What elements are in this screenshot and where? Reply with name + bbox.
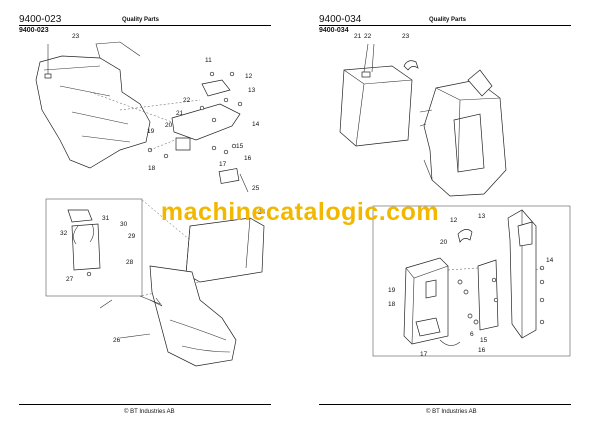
svg-text:15: 15	[236, 143, 244, 150]
footer-rule	[319, 404, 571, 405]
header-rule	[19, 25, 271, 26]
svg-text:24: 24	[258, 209, 266, 216]
svg-text:29: 29	[128, 233, 136, 240]
svg-text:6: 6	[470, 331, 474, 338]
svg-text:26: 26	[113, 337, 121, 344]
svg-text:21: 21	[354, 33, 362, 40]
svg-text:16: 16	[478, 347, 486, 354]
svg-text:23: 23	[72, 33, 80, 40]
svg-text:14: 14	[252, 121, 260, 128]
svg-text:15: 15	[480, 337, 488, 344]
left-page: 9400-023 Quality Parts 9400-023 © BT Ind…	[19, 14, 271, 415]
footer-copyright: © BT Industries AB	[426, 409, 477, 415]
svg-text:21: 21	[176, 110, 184, 117]
footer-copyright: © BT Industries AB	[124, 409, 175, 415]
svg-text:14: 14	[546, 257, 554, 264]
svg-text:19: 19	[147, 128, 155, 135]
svg-text:12: 12	[245, 73, 253, 80]
svg-text:18: 18	[388, 301, 396, 308]
watermark: machinecatalogic.com	[160, 198, 440, 226]
svg-text:18: 18	[148, 165, 156, 172]
header-title: Quality Parts	[122, 17, 160, 23]
svg-text:31: 31	[102, 215, 110, 222]
svg-text:27: 27	[66, 276, 74, 283]
svg-text:13: 13	[248, 87, 256, 94]
svg-text:16: 16	[244, 155, 252, 162]
svg-text:17: 17	[420, 351, 428, 358]
exploded-parts-diagram-left: 23 11 12 22 13 21 14 19 20 18 17 16 15 2…	[35, 33, 266, 367]
svg-text:17: 17	[219, 161, 227, 168]
svg-text:22: 22	[183, 97, 191, 104]
svg-text:19: 19	[388, 287, 396, 294]
header-title: Quality Parts	[429, 17, 467, 23]
svg-text:30: 30	[120, 221, 128, 228]
svg-text:25: 25	[252, 185, 260, 192]
footer-rule	[19, 404, 271, 405]
exploded-parts-diagram-right: 21 22 23 13 12 14 20 19 18 6 15 16 17	[339, 33, 571, 358]
right-page: 9400-034 Quality Parts 9400-034 © BT Ind…	[300, 0, 600, 424]
svg-text:12: 12	[450, 217, 458, 224]
svg-text:28: 28	[126, 259, 134, 266]
diagram-id: 9400-034	[319, 27, 349, 34]
svg-text:32: 32	[60, 230, 68, 237]
page-id: 9400-023	[19, 14, 62, 25]
svg-text:13: 13	[478, 213, 486, 220]
diagram-id: 9400-023	[19, 27, 49, 34]
page-id: 9400-034	[319, 14, 362, 25]
svg-text:22: 22	[364, 33, 372, 40]
svg-text:20: 20	[165, 122, 173, 129]
svg-text:11: 11	[205, 57, 212, 64]
svg-text:23: 23	[402, 33, 410, 40]
header-rule	[319, 25, 571, 26]
svg-text:20: 20	[440, 239, 448, 246]
